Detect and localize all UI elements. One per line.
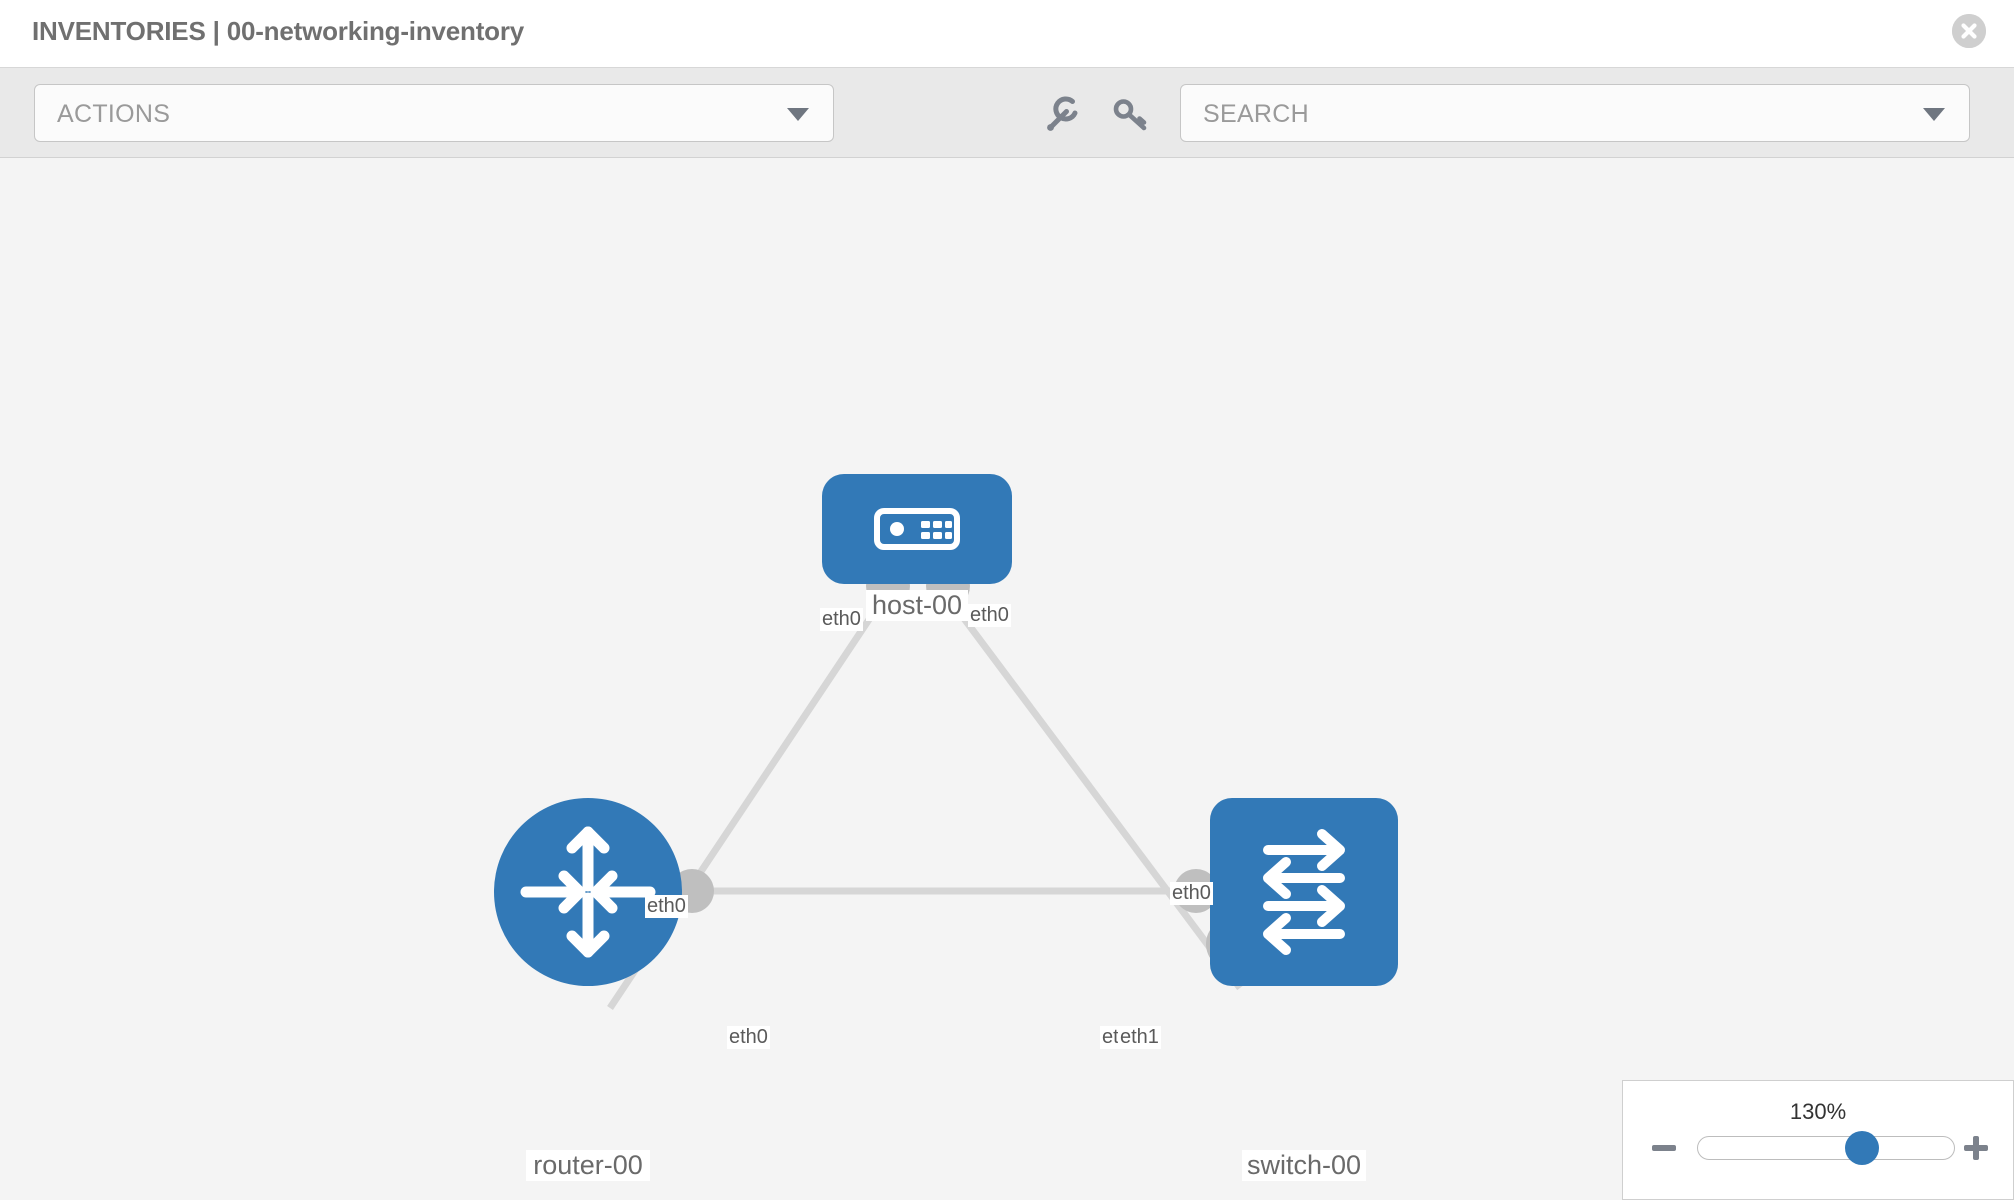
node-host-00[interactable] xyxy=(822,474,1012,584)
page-header: INVENTORIES | 00-networking-inventory xyxy=(0,0,2014,68)
node-switch-00[interactable] xyxy=(1210,798,1398,986)
actions-label: ACTIONS xyxy=(57,100,171,128)
iface-label-router-up: eth0 xyxy=(645,895,688,918)
iface-label-host-left: eth0 xyxy=(820,608,863,631)
close-icon[interactable] xyxy=(1952,14,1986,48)
iface-label-host-right: eth0 xyxy=(968,604,1011,627)
topology-links xyxy=(607,564,1258,1010)
minus-icon[interactable] xyxy=(1649,1133,1679,1163)
node-router-00[interactable] xyxy=(494,798,682,986)
search-input[interactable]: SEARCH xyxy=(1180,84,1970,142)
zoom-level-label: 130% xyxy=(1789,1099,1847,1124)
chevron-down-icon xyxy=(1923,108,1945,121)
server-icon xyxy=(822,474,1012,589)
actions-dropdown[interactable]: ACTIONS xyxy=(34,84,834,142)
node-router-00-label: router-00 xyxy=(526,1150,650,1181)
topology-canvas[interactable]: host-00 xyxy=(0,158,2014,1200)
iface-label-router-right: eth0 xyxy=(727,1026,770,1049)
iface-label-switch-left: eth1 xyxy=(1118,1026,1161,1049)
node-switch-00-shape xyxy=(1210,798,1398,986)
wrench-icon[interactable] xyxy=(1040,92,1084,136)
zoom-slider-thumb[interactable] xyxy=(1845,1131,1879,1165)
link-host-switch[interactable] xyxy=(927,570,1243,991)
chevron-down-icon xyxy=(787,108,809,121)
plus-icon[interactable] xyxy=(1961,1133,1991,1163)
router-arrows-icon xyxy=(494,798,682,991)
switch-arrows-icon xyxy=(1210,798,1398,991)
iface-label-switch-up: eth0 xyxy=(1170,882,1213,905)
node-host-00-shape xyxy=(822,474,1012,584)
node-switch-00-label: switch-00 xyxy=(1242,1150,1366,1181)
search-placeholder: SEARCH xyxy=(1203,100,1309,128)
page-title: INVENTORIES | 00-networking-inventory xyxy=(32,16,525,46)
zoom-control-panel: 130% xyxy=(1622,1080,2014,1200)
zoom-slider[interactable] xyxy=(1697,1131,1955,1165)
key-icon[interactable] xyxy=(1108,92,1152,136)
node-host-00-label: host-00 xyxy=(866,590,968,621)
